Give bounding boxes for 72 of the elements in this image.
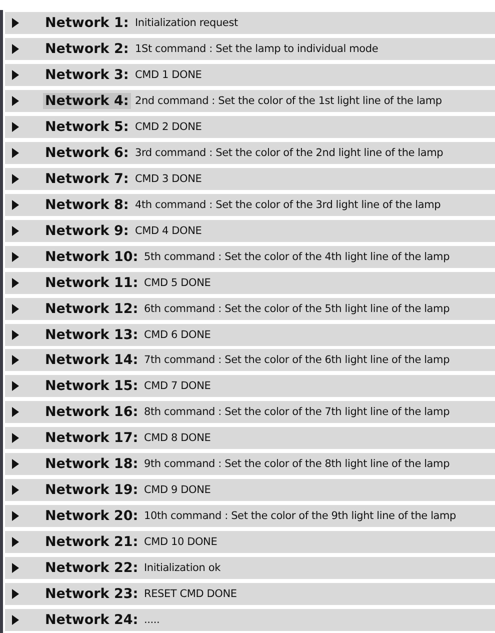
- network-row: [5, 272, 495, 294]
- network-title: Network 14:: [44, 352, 140, 368]
- network-title: Network 3:: [44, 66, 130, 83]
- network-comment: .....: [144, 613, 160, 628]
- network-title: Network 7:: [44, 170, 130, 187]
- network-title: Network 23:: [44, 586, 140, 602]
- network-row: [5, 505, 495, 528]
- network-row: [5, 168, 495, 190]
- network-comment: CMD 8 DONE: [144, 431, 211, 446]
- network-comment: 1St command : Set the lamp to individual mode: [135, 42, 378, 56]
- network-title: Network 1:: [44, 15, 130, 31]
- network-title: Network 15:: [44, 378, 140, 394]
- network-comment: 6th command : Set the color of the 5th light line of the lamp: [144, 302, 450, 316]
- network-title: Network 10:: [44, 248, 140, 265]
- network-title: Network 6:: [44, 144, 130, 161]
- network-comment: 2nd command : Set the color of the 1st light line of the lamp: [135, 94, 442, 108]
- network-comment: 7th command : Set the color of the 6th light line of the lamp: [144, 353, 450, 368]
- network-row: [5, 401, 495, 424]
- network-row: [5, 64, 495, 86]
- network-title: Network 8:: [44, 196, 130, 213]
- network-title: Network 17:: [44, 430, 140, 446]
- network-title: Network 9:: [44, 222, 130, 239]
- network-comment: CMD 2 DONE: [135, 120, 202, 134]
- network-comment: 10th command : Set the color of the 9th light line of the lamp: [144, 509, 456, 524]
- network-comment: Initialization request: [135, 16, 238, 30]
- network-title: Network 5:: [44, 118, 130, 135]
- network-title: Network 19:: [44, 482, 140, 498]
- network-row: [5, 220, 495, 242]
- network-row: [5, 38, 495, 60]
- network-comment: CMD 4 DONE: [135, 224, 202, 238]
- network-title: Network 16:: [44, 404, 140, 420]
- network-comment: 5th command : Set the color of the 4th light line of the lamp: [144, 250, 450, 264]
- network-title: Network 21:: [44, 534, 140, 550]
- network-row: [5, 557, 495, 580]
- network-comment: CMD 10 DONE: [144, 535, 218, 550]
- network-comment: 8th command : Set the color of the 7th light line of the lamp: [144, 405, 450, 420]
- network-comment: CMD 1 DONE: [135, 68, 202, 82]
- network-row: [5, 324, 495, 346]
- network-comment: CMD 9 DONE: [144, 483, 211, 498]
- network-row: [5, 583, 495, 606]
- network-row: [5, 116, 495, 138]
- network-comment: CMD 5 DONE: [144, 276, 211, 290]
- network-row: [5, 609, 495, 632]
- network-row: [5, 298, 495, 320]
- network-title: Network 20:: [44, 508, 140, 524]
- network-row: [5, 453, 495, 476]
- network-comment: CMD 3 DONE: [135, 172, 202, 186]
- network-title: Network 24:: [44, 612, 140, 628]
- network-row: [5, 375, 495, 398]
- network-comment: Initialization ok: [144, 561, 220, 576]
- network-comment: 4th command : Set the color of the 3rd light line of the lamp: [135, 198, 441, 212]
- network-title: Network 4:: [43, 92, 131, 109]
- network-comment: CMD 6 DONE: [144, 328, 211, 342]
- network-row: [5, 12, 495, 34]
- network-row: [5, 194, 495, 216]
- network-comment: 9th command : Set the color of the 8th light line of the lamp: [144, 457, 450, 472]
- network-title: Network 2:: [44, 40, 130, 57]
- network-row: [5, 427, 495, 450]
- network-row: [5, 349, 495, 372]
- network-row: [5, 479, 495, 502]
- network-title: Network 18:: [44, 456, 140, 472]
- network-title: Network 22:: [44, 560, 140, 576]
- network-row: [5, 246, 495, 268]
- network-comment: 3rd command : Set the color of the 2nd light line of the lamp: [135, 146, 444, 160]
- network-comment: RESET CMD DONE: [144, 587, 237, 602]
- network-title: Network 13:: [44, 326, 140, 343]
- network-comment: CMD 7 DONE: [144, 379, 211, 394]
- network-row: [5, 142, 495, 164]
- network-row: [5, 531, 495, 554]
- network-title: Network 11:: [44, 274, 140, 291]
- network-title: Network 12:: [44, 300, 140, 317]
- network-row: [5, 90, 495, 112]
